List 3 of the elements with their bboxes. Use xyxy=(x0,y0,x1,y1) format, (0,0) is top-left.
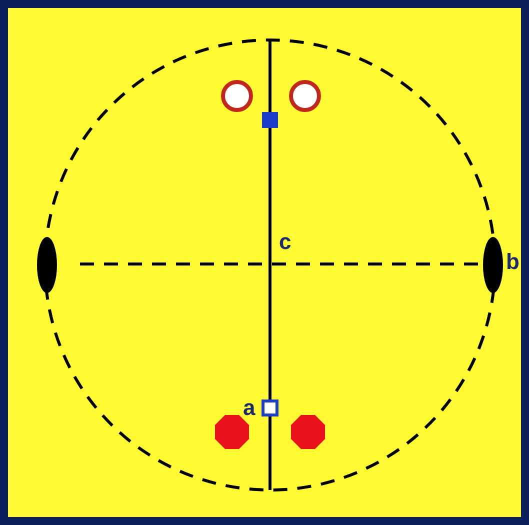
axis-label: a xyxy=(243,397,256,419)
axis-label: c xyxy=(279,231,292,253)
axis-label: b xyxy=(506,251,520,273)
